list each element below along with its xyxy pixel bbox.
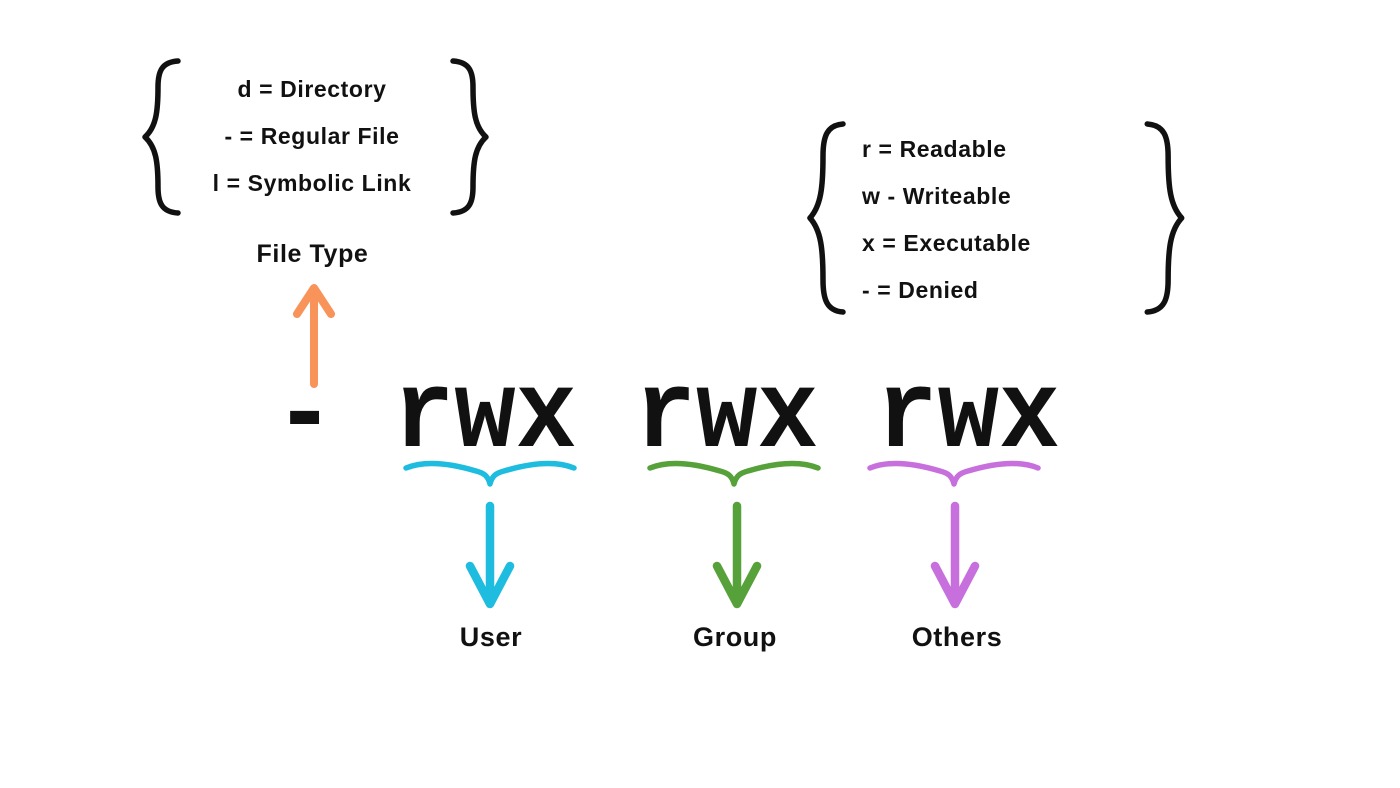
legend-line: - = Denied [862,277,979,303]
left-brace-icon [803,119,849,317]
legend-line: d = Directory [237,76,387,102]
user-down-arrow-icon [465,501,515,609]
permission-string: - rwx rwx rwx [274,362,1060,472]
legend-line: x = Executable [862,230,1031,256]
right-brace-icon [447,57,493,217]
file-type-legend: d = Directory - = Regular File l = Symbo… [183,66,441,207]
group-down-arrow-icon [712,501,762,609]
right-brace-icon [1141,119,1189,317]
others-label: Others [911,622,1003,652]
group-underbrace-icon [647,460,821,487]
permission-values-legend: r = Readable w - Writeable x = Executabl… [862,126,1102,314]
others-down-arrow-icon [930,501,980,609]
others-permissions: rwx [876,354,1061,480]
left-brace-icon [138,57,184,217]
user-permissions: rwx [393,354,577,480]
file-type-label: File Type [256,240,369,268]
legend-line: w - Writeable [862,183,1012,209]
up-arrow-icon [293,284,335,388]
legend-line: r = Readable [862,136,1007,162]
legend-line: - = Regular File [224,123,400,149]
group-label: Group [693,622,777,652]
user-label: User [459,622,523,652]
legend-line: l = Symbolic Link [212,170,412,196]
user-underbrace-icon [403,460,577,487]
file-type-char: - [274,354,336,480]
others-underbrace-icon [867,460,1041,487]
group-permissions: rwx [634,354,819,480]
